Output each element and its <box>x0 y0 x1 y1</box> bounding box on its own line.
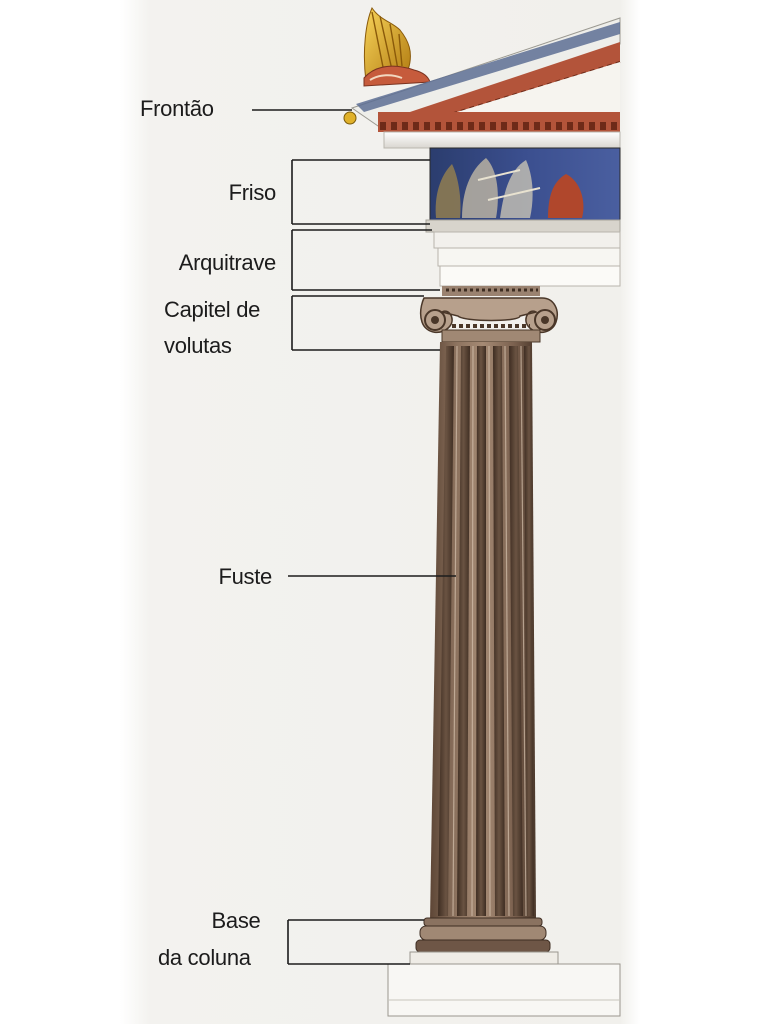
frieze <box>429 147 621 221</box>
label-architrave: Arquitrave <box>178 250 277 275</box>
label-capital-line2: volutas <box>164 333 232 358</box>
leader-lines <box>252 109 456 965</box>
label-frieze: Friso <box>228 180 277 205</box>
ionic-capital <box>419 286 558 343</box>
label-pediment: Frontão <box>140 96 214 121</box>
label-base-line2: da coluna <box>158 945 251 970</box>
architrave <box>425 219 621 287</box>
column-shaft <box>430 342 536 920</box>
column-base <box>387 917 621 1017</box>
label-shaft: Fuste <box>218 564 272 589</box>
base-bracket <box>287 919 424 965</box>
capital-bracket <box>291 295 440 351</box>
acroterion-ornament <box>363 6 431 87</box>
architrave-bracket <box>291 229 440 291</box>
raking-dentils <box>380 42 620 132</box>
label-base-line1: Base <box>211 908 261 933</box>
pediment <box>343 6 621 149</box>
frieze-bracket <box>291 159 430 225</box>
shaft-flutes <box>438 346 534 916</box>
label-capital-line1: Capitel de <box>164 297 261 322</box>
